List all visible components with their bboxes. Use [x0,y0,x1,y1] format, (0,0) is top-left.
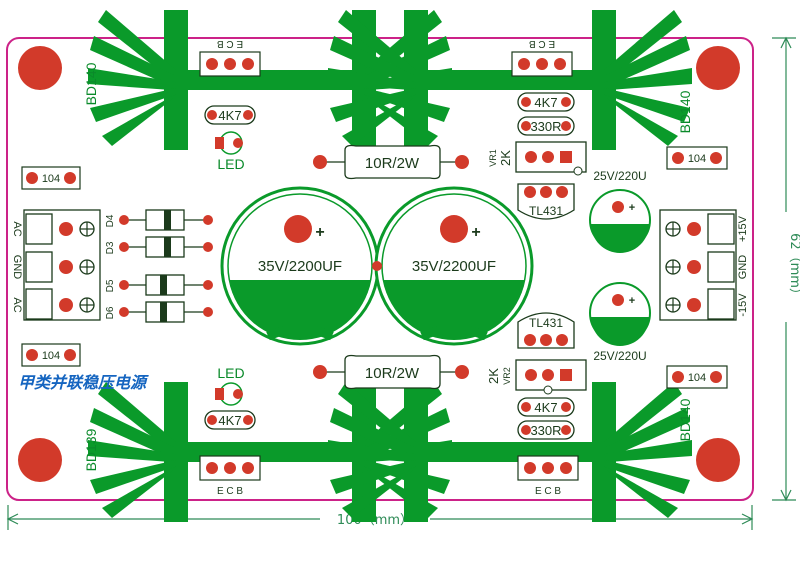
resistor-10r-bot: 10R/2W [313,354,469,390]
svg-text:25V/220U: 25V/220U [593,169,646,183]
transistor-br-label: BD140 [677,398,693,441]
regulator-tl431-bottom: TL431 [517,312,575,349]
svg-text:D4: D4 [105,214,116,227]
svg-text:VR1: VR1 [488,149,498,167]
diode-d6: D6 [105,301,213,323]
svg-text:330R: 330R [530,119,561,134]
transistor-tl-pins: E C B [217,38,243,49]
svg-text:4K7: 4K7 [218,413,241,428]
diode-d4: D4 [105,209,213,231]
svg-text:+: + [629,295,635,307]
svg-text:104: 104 [42,350,60,362]
transistor-tl-label: BD140 [83,62,99,105]
svg-text:25V/220U: 25V/220U [593,349,646,363]
board-title: 甲类并联稳压电源 [18,373,149,392]
svg-text:4K7: 4K7 [218,108,241,123]
connector-left-label-1: AC [11,221,23,236]
transistor-tr-label: BD140 [677,90,693,133]
cap-small-top: + 25V/220U [589,169,651,253]
connector-right-label-3: -15V [737,293,749,317]
cap-big-left: + 35V/2200UF [220,186,380,346]
svg-text:10R/2W: 10R/2W [365,365,420,382]
svg-text:D3: D3 [105,241,116,254]
svg-text:LED: LED [217,365,244,381]
svg-text:+: + [629,202,635,214]
resistor-330r-tr: 330R [517,116,575,136]
trimmer-vr1: VR1 2K [488,141,587,176]
mounting-hole-bl [18,438,62,482]
regulator-tl431-top: TL431 [517,183,575,220]
svg-text:35V/2200UF: 35V/2200UF [412,258,496,275]
led-top: LED [215,131,245,172]
connector-left-label-2: GND [11,255,23,280]
cap-small-bottom: + 25V/220U [589,282,651,363]
transistor-bl-label: BD139 [83,428,99,471]
svg-text:2K: 2K [498,150,513,166]
svg-text:4K7: 4K7 [534,400,557,415]
svg-text:104: 104 [688,372,706,384]
dim-height-label: 62（mm） [787,233,800,301]
resistor-330r-br: 330R [517,420,575,440]
mounting-hole-tl [18,46,62,90]
svg-text:35V/2200UF: 35V/2200UF [258,258,342,275]
svg-text:330R: 330R [530,423,561,438]
connector-left-label-3: AC [11,297,23,312]
svg-text:10R/2W: 10R/2W [365,155,420,172]
svg-text:+: + [471,224,480,241]
cap-104-br: 104 [666,365,728,389]
mounting-hole-br [696,438,740,482]
cap-104-bl: 104 [21,343,81,367]
svg-text:LED: LED [217,156,244,172]
connector-right: +15V GND -15V [659,209,749,321]
connector-left: AC GND AC [11,209,101,321]
svg-text:104: 104 [688,153,706,165]
transistor-tr: E C B BD140 [511,38,693,133]
cap-big-right: + 35V/2200UF [374,186,534,346]
resistor-4k7-tr: 4K7 [517,92,575,112]
resistor-4k7-br: 4K7 [517,397,575,417]
cap-center-pad [372,261,382,271]
transistor-bl: E C B BD139 [83,428,261,497]
transistor-tl: E C B BD140 [83,38,261,105]
svg-text:TL431: TL431 [529,316,563,330]
connector-right-label-1: +15V [737,215,749,242]
svg-text:TL431: TL431 [529,204,563,218]
cap-104-tr: 104 [666,146,728,170]
cap-104-tl: 104 [21,166,81,190]
transistor-tr-pins: E C B [529,38,555,49]
led-bottom: LED [215,365,245,406]
resistor-4k7-bl: 4K7 [204,410,256,430]
connector-right-label-2: GND [737,255,749,280]
resistor-10r-top: 10R/2W [313,144,469,180]
svg-text:104: 104 [42,173,60,185]
diode-d3: D3 [105,236,213,258]
transistor-br: E C B BD140 [517,398,693,497]
transistor-br-pins: E C B [535,486,561,497]
diode-d5: D5 [105,274,213,296]
transistor-bl-pins: E C B [217,486,243,497]
svg-text:+: + [315,224,324,241]
trimmer-vr2: VR2 2K [486,359,587,395]
svg-text:VR2: VR2 [502,367,512,385]
mounting-hole-tr [696,46,740,90]
svg-text:D6: D6 [105,306,116,319]
resistor-4k7-tl: 4K7 [204,105,256,125]
svg-text:4K7: 4K7 [534,95,557,110]
svg-text:D5: D5 [105,279,116,292]
svg-text:2K: 2K [486,368,501,384]
